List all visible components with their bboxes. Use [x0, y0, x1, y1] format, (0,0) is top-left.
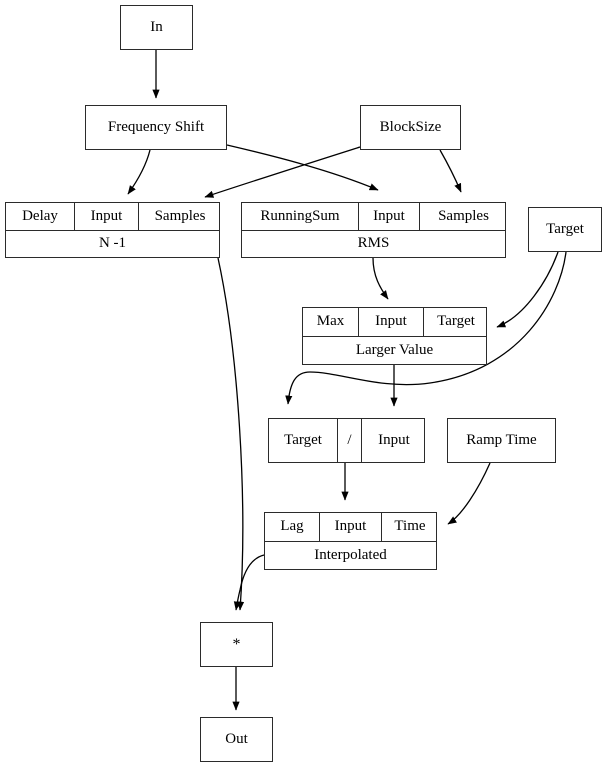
port-delay-delay[interactable]: Delay: [22, 207, 58, 224]
edge-target-to-div: [285, 251, 567, 405]
edge-freqshift-to-rms: [226, 144, 379, 191]
node-freqshift-label: Frequency Shift: [107, 119, 205, 135]
port-div-input[interactable]: Input: [361, 419, 426, 462]
edge-freqshift-to-delay: [127, 149, 151, 195]
port-max-max[interactable]: Max: [316, 313, 345, 330]
edge-blocksize-to-delay: [204, 146, 361, 198]
port-lag-input[interactable]: Input: [319, 513, 381, 541]
node-mult-label: *: [232, 635, 241, 653]
edge-blocksize-to-rms: [439, 149, 462, 193]
edge-target-to-max: [496, 251, 559, 328]
port-div--[interactable]: /: [337, 419, 361, 462]
node-rms-footer: RMS: [357, 235, 390, 252]
node-out[interactable]: Out: [200, 717, 273, 762]
node-freqshift[interactable]: Frequency Shift: [85, 105, 227, 150]
edge-ramptime-to-lag: [447, 462, 491, 525]
port-rms-runningsum[interactable]: RunningSum: [260, 207, 340, 224]
node-ramptime-label: Ramp Time: [466, 432, 537, 448]
port-rms-input[interactable]: Input: [358, 203, 419, 230]
port-lag-time[interactable]: Time: [381, 513, 438, 541]
port-max-target[interactable]: Target: [423, 308, 488, 336]
node-max-footer: Larger Value: [355, 341, 434, 358]
edges: [127, 50, 567, 711]
port-div-target[interactable]: Target: [284, 432, 322, 448]
port-delay-input[interactable]: Input: [74, 203, 138, 230]
port-lag-lag[interactable]: Lag: [280, 518, 304, 535]
node-blocksize-label: BlockSize: [379, 119, 442, 135]
node-out-label: Out: [225, 731, 248, 747]
node-target-label: Target: [546, 221, 584, 237]
node-blocksize[interactable]: BlockSize: [360, 105, 461, 150]
node-mult[interactable]: *: [200, 622, 273, 667]
port-max-input[interactable]: Input: [358, 308, 423, 336]
node-ramptime[interactable]: Ramp Time: [447, 418, 556, 463]
edge-rms-to-max: [372, 257, 389, 300]
node-div[interactable]: Target /Input: [268, 418, 425, 463]
port-rms-samples[interactable]: Samples: [419, 203, 507, 230]
edge-lag-to-mult: [233, 554, 265, 611]
edge-delay-to-mult: [217, 257, 245, 611]
node-in[interactable]: In: [120, 5, 193, 50]
node-lag-footer: Interpolated: [314, 546, 387, 563]
node-div-ports: Target /Input: [269, 419, 424, 462]
node-in-label: In: [150, 19, 163, 35]
node-delay-footer: N -1: [98, 235, 127, 252]
node-target[interactable]: Target: [528, 207, 602, 252]
port-delay-samples[interactable]: Samples: [138, 203, 221, 230]
